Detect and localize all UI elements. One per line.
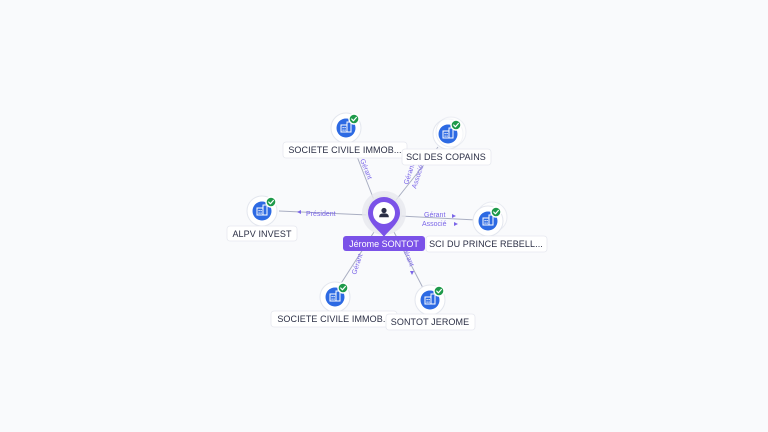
center-person-node[interactable] — [362, 191, 406, 237]
node-sci-prince[interactable] — [472, 201, 508, 237]
node-sci-civile-2[interactable] — [319, 281, 351, 313]
edge-label-president: Président — [306, 211, 336, 218]
building-icon — [442, 127, 454, 139]
verified-check-icon — [337, 282, 349, 294]
verified-check-icon — [450, 119, 462, 131]
person-icon — [379, 207, 389, 218]
company-name: SCI DU PRINCE REBELL... — [429, 239, 543, 249]
company-label[interactable]: SOCIETE CIVILE IMMOB... — [270, 310, 398, 328]
building-icon — [424, 293, 436, 305]
company-name: SCI DES COPAINS — [406, 152, 486, 162]
edge-sci-prince[interactable]: Gérant Associé — [399, 212, 477, 228]
arrow-head — [452, 214, 456, 218]
node-sci-copains[interactable] — [432, 116, 467, 150]
building-icon — [329, 290, 341, 302]
verified-check-icon — [433, 285, 445, 297]
building-icon — [340, 121, 352, 133]
arrow-head — [454, 222, 458, 226]
company-name: ALPV INVEST — [232, 229, 292, 239]
company-label[interactable]: SONTOT JEROME — [385, 313, 476, 331]
company-label[interactable]: SOCIETE CIVILE IMMOB... — [282, 141, 408, 159]
arrow-head — [410, 271, 414, 275]
company-label[interactable]: ALPV INVEST — [226, 225, 298, 242]
edge-label-associe: Associé — [422, 221, 447, 228]
building-icon — [482, 214, 494, 226]
verified-check-icon — [348, 113, 360, 125]
company-name: SONTOT JEROME — [391, 317, 469, 327]
company-label[interactable]: SCI DU PRINCE REBELL... — [425, 235, 548, 253]
edge-alpv-invest[interactable]: Président — [278, 210, 369, 218]
verified-check-icon — [490, 206, 502, 218]
verified-check-icon — [265, 196, 277, 208]
company-name: SOCIETE CIVILE IMMOB... — [288, 145, 401, 155]
center-name-tag[interactable]: Jérome SONTOT — [343, 236, 425, 251]
company-name: SOCIETE CIVILE IMMOB... — [277, 314, 390, 324]
edge-label-gerant: Gérant — [358, 158, 373, 181]
building-icon — [256, 204, 268, 216]
edge-label-gerant: Gérant — [351, 253, 364, 276]
arrow-head — [297, 210, 301, 214]
center-name: Jérome SONTOT — [349, 239, 419, 249]
node-alpv-invest[interactable] — [246, 195, 278, 227]
node-sci-civile-1[interactable] — [330, 112, 362, 144]
node-sontot-jerome[interactable] — [414, 284, 446, 316]
company-label[interactable]: SCI DES COPAINS — [401, 148, 492, 166]
edge-label-gerant: Gérant — [424, 212, 445, 219]
